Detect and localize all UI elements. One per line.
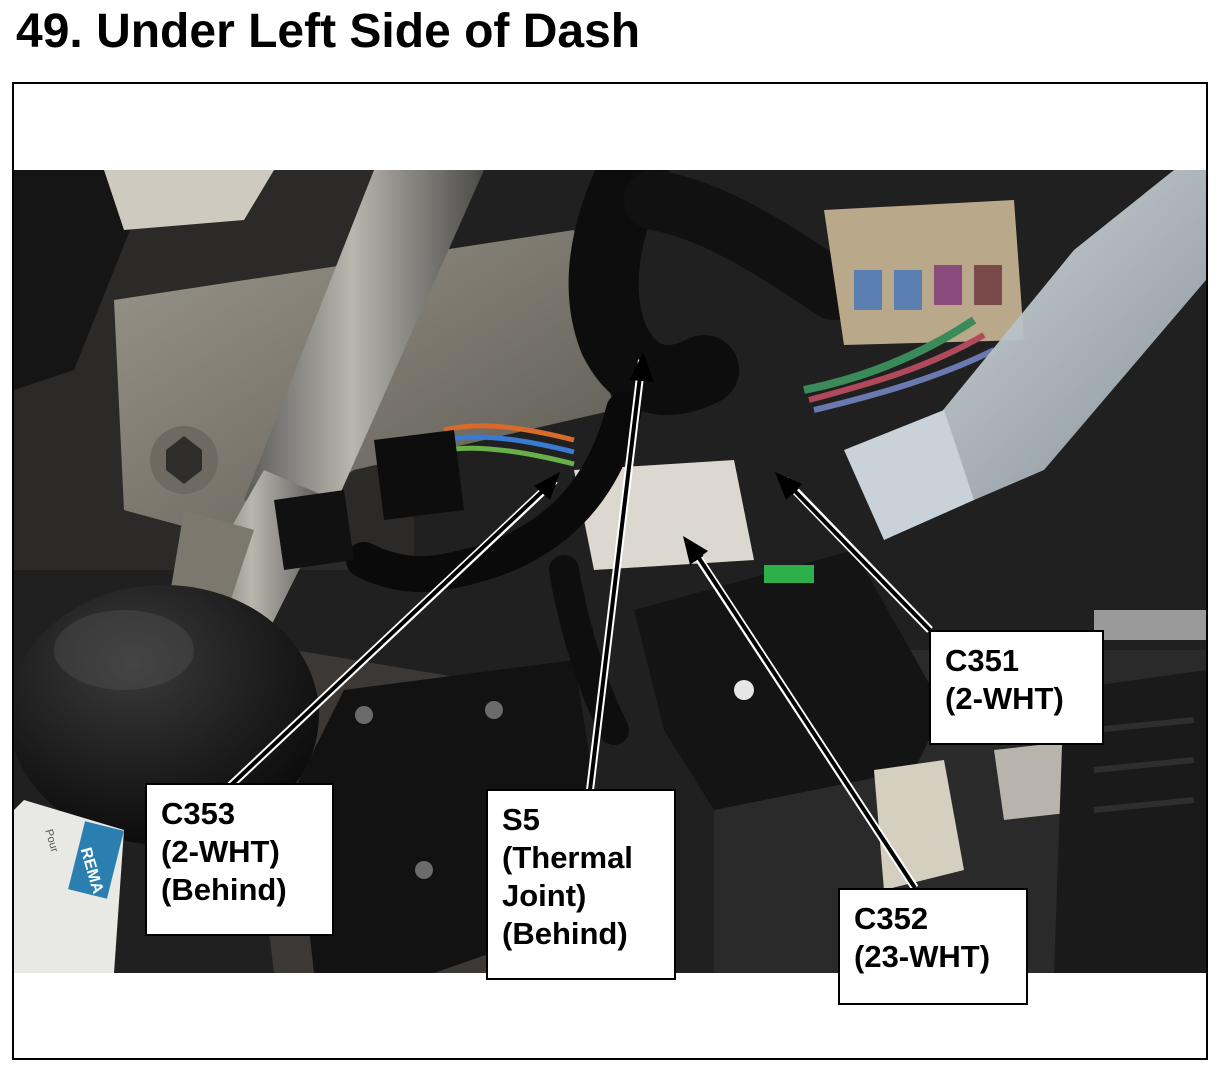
callout-c351-line2: (2-WHT) xyxy=(945,681,1064,716)
callout-c353-line1: C353 xyxy=(161,796,236,831)
callout-s5: S5 (Thermal Joint) (Behind) xyxy=(486,789,676,980)
callout-c353-line2: (2-WHT) xyxy=(161,834,280,869)
callout-s5-line1: S5 xyxy=(502,802,540,837)
page-title: 49. Under Left Side of Dash xyxy=(16,5,641,58)
callout-c352: C352 (23-WHT) xyxy=(838,888,1028,1005)
callout-s5-line3: Joint) xyxy=(502,878,587,913)
callout-c351: C351 (2-WHT) xyxy=(929,630,1104,745)
callout-c351-line1: C351 xyxy=(945,643,1020,678)
callout-s5-line4: (Behind) xyxy=(502,916,628,951)
callout-c352-line2: (23-WHT) xyxy=(854,939,991,974)
callout-c352-line1: C352 xyxy=(854,901,929,936)
callout-c353-line3: (Behind) xyxy=(161,872,287,907)
callout-c353: C353 (2-WHT) (Behind) xyxy=(145,783,334,936)
callout-s5-line2: (Thermal xyxy=(502,840,633,875)
